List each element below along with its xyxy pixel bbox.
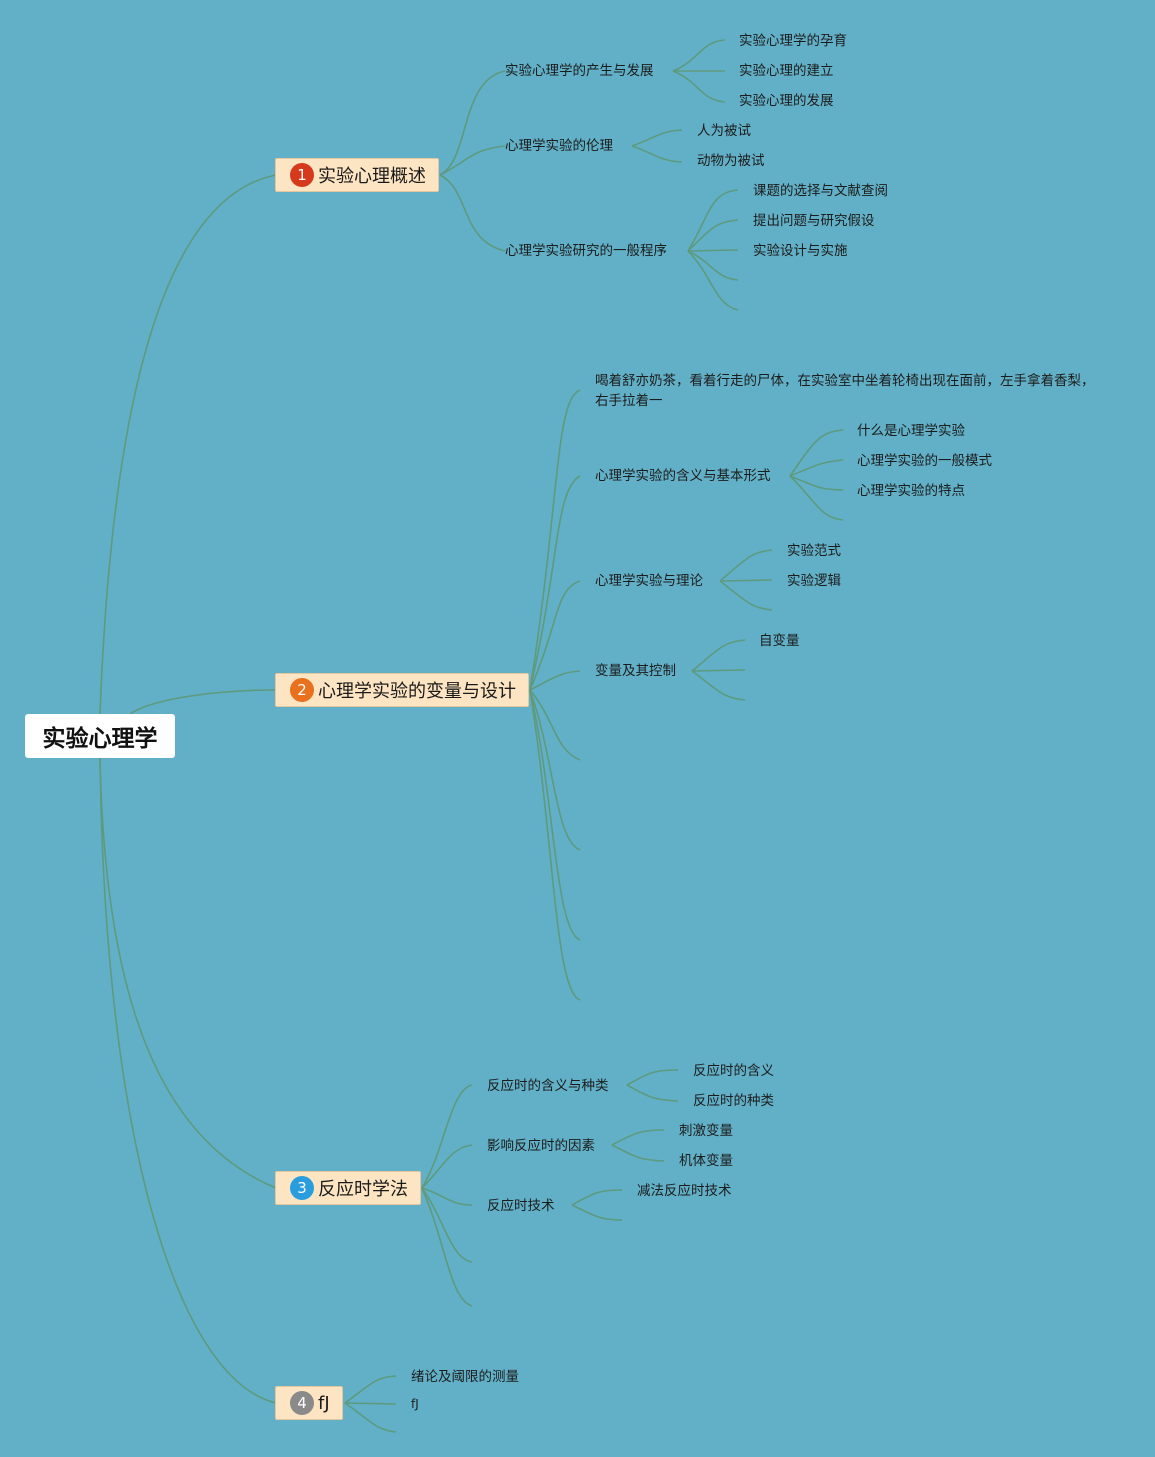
subtopic-node[interactable]: 心理学实验与理论 <box>595 573 703 589</box>
leaf-node[interactable]: 人为被试 <box>697 123 751 139</box>
leaf-node[interactable]: 实验心理的建立 <box>739 63 834 79</box>
leaf-node[interactable]: 机体变量 <box>679 1153 733 1169</box>
topic-number-badge: 3 <box>290 1176 314 1200</box>
subtopic-node[interactable]: 心理学实验的含义与基本形式 <box>595 468 771 484</box>
leaf-node[interactable]: 课题的选择与文献查阅 <box>753 183 888 199</box>
subtopic-node[interactable]: 心理学实验研究的一般程序 <box>505 243 667 259</box>
subtopic-node[interactable]: 反应时的含义与种类 <box>487 1078 609 1094</box>
leaf-node[interactable]: 反应时的种类 <box>693 1093 774 1109</box>
topic-node-2[interactable]: 2 心理学实验的变量与设计 <box>275 673 529 707</box>
leaf-node[interactable]: 实验逻辑 <box>787 573 841 589</box>
subtopic-node[interactable]: 实验心理学的产生与发展 <box>505 63 654 79</box>
topic-label: fJ <box>318 1392 330 1414</box>
leaf-node[interactable]: 实验范式 <box>787 543 841 559</box>
leaf-node[interactable]: 刺激变量 <box>679 1123 733 1139</box>
subtopic-node[interactable]: 心理学实验的伦理 <box>505 138 613 154</box>
subtopic-node[interactable]: fJ <box>411 1397 419 1411</box>
topic-number-badge: 2 <box>290 678 314 702</box>
subtopic-node[interactable]: 变量及其控制 <box>595 663 676 679</box>
leaf-node[interactable]: 实验心理学的孕育 <box>739 33 847 49</box>
leaf-node[interactable]: 实验心理的发展 <box>739 93 834 109</box>
root-node[interactable]: 实验心理学 <box>25 714 175 758</box>
topic-label: 心理学实验的变量与设计 <box>318 681 516 702</box>
root-label: 实验心理学 <box>42 726 158 752</box>
leaf-node[interactable]: 减法反应时技术 <box>637 1183 732 1199</box>
note-node[interactable]: 喝着舒亦奶茶，看着行走的尸体，在实验室中坐着轮椅出现在面前，左手拿着香梨，右手拉… <box>595 373 1095 409</box>
subtopic-node[interactable]: 绪论及阈限的测量 <box>411 1369 519 1385</box>
leaf-node[interactable]: 心理学实验的一般模式 <box>857 453 992 469</box>
topic-label: 实验心理概述 <box>318 166 426 187</box>
leaf-node[interactable]: 实验设计与实施 <box>753 243 848 259</box>
topic-node-4[interactable]: 4 fJ <box>275 1386 343 1420</box>
leaf-node[interactable]: 提出问题与研究假设 <box>753 213 875 229</box>
topic-label: 反应时学法 <box>318 1179 408 1200</box>
leaf-node[interactable]: 自变量 <box>759 633 800 649</box>
topic-node-3[interactable]: 3 反应时学法 <box>275 1171 421 1205</box>
topic-number-badge: 1 <box>290 163 314 187</box>
topic-number-badge: 4 <box>290 1391 314 1415</box>
subtopic-node[interactable]: 反应时技术 <box>487 1198 555 1214</box>
subtopic-node[interactable]: 影响反应时的因素 <box>487 1138 595 1154</box>
leaf-node[interactable]: 心理学实验的特点 <box>857 483 965 499</box>
leaf-node[interactable]: 什么是心理学实验 <box>857 423 965 439</box>
leaf-node[interactable]: 动物为被试 <box>697 153 765 169</box>
topic-node-1[interactable]: 1 实验心理概述 <box>275 158 439 192</box>
leaf-node[interactable]: 反应时的含义 <box>693 1063 774 1079</box>
